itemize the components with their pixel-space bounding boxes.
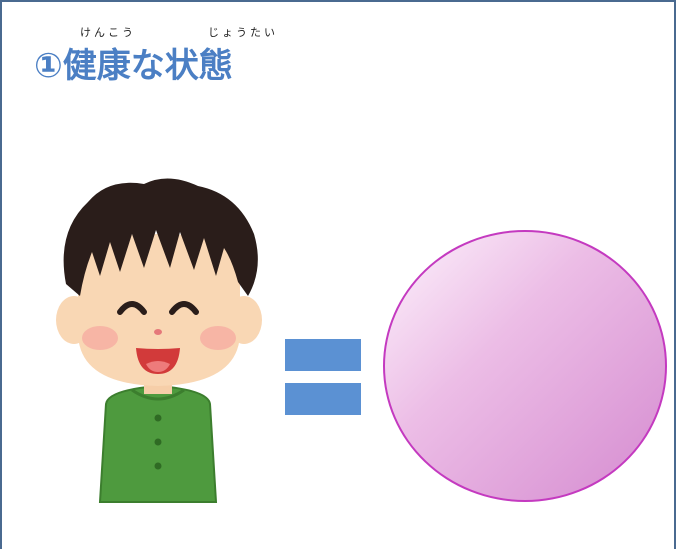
cheek-left	[82, 326, 118, 350]
shirt-collar	[131, 388, 185, 401]
shirt-button	[154, 462, 162, 470]
nose	[154, 329, 162, 335]
ruby-kenkou: けんこう	[80, 26, 136, 39]
eye-left	[117, 301, 147, 315]
hair	[63, 178, 258, 296]
page-title: ①健康な状態	[34, 46, 233, 86]
title-area: けんこう じょうたい ①健康な状態	[34, 12, 354, 92]
empty-circle	[383, 230, 667, 502]
tongue	[146, 361, 170, 372]
cheek-right	[200, 326, 236, 350]
face	[78, 234, 240, 386]
ruby-joutai: じょうたい	[208, 26, 278, 39]
equals-sign	[285, 339, 361, 417]
equals-bar-top	[285, 339, 361, 371]
eye-right	[169, 301, 199, 315]
smiling-boy-illustration	[56, 178, 262, 503]
shirt-button	[154, 414, 162, 422]
equals-bar-bottom	[285, 383, 361, 415]
shirt-button	[154, 438, 162, 446]
